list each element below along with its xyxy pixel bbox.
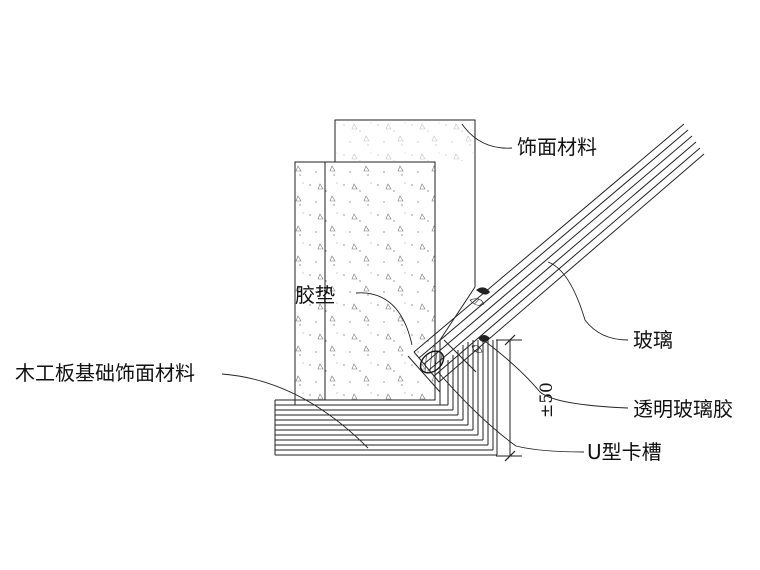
leader-lines	[221, 123, 629, 453]
label-glass: 玻璃	[633, 328, 673, 352]
dimension-line	[496, 334, 522, 462]
rubber-gasket	[407, 339, 477, 393]
dimension-value: ±50	[537, 382, 557, 418]
wood-base-layers	[274, 399, 497, 456]
concrete-core	[324, 161, 436, 401]
concrete-base	[294, 161, 436, 401]
label-u-channel: U型卡槽	[587, 440, 662, 464]
label-wood-base-finish: 木工板基础饰面材料	[15, 361, 195, 385]
u-channel	[447, 340, 498, 455]
finish-material-texture	[336, 121, 474, 161]
label-clear-sealant: 透明玻璃胶	[633, 397, 733, 421]
sealant	[469, 287, 490, 353]
label-rubber-gasket: 胶垫	[295, 283, 335, 307]
label-finish-material: 饰面材料	[517, 135, 597, 159]
